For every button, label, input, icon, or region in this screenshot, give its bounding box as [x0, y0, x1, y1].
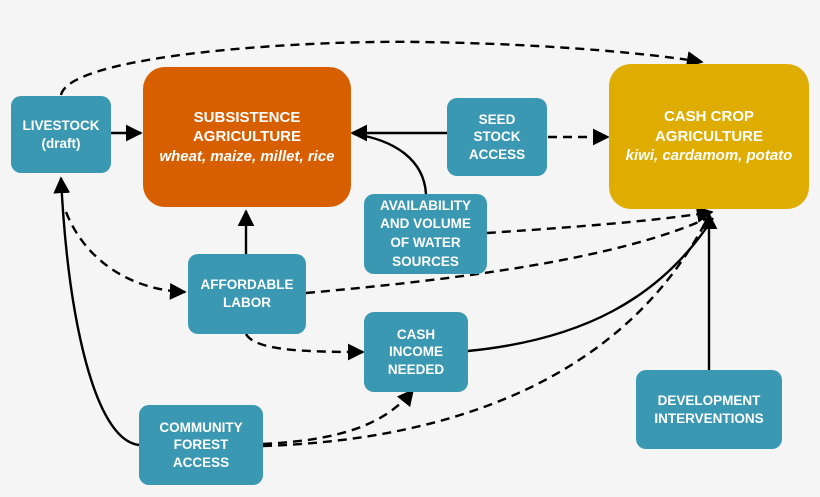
edge-labor-cashincome [244, 333, 365, 361]
node-affordable-labor: AFFORDABLE LABOR [188, 254, 306, 334]
node-cash-income-needed: CASH INCOME NEEDED [364, 312, 468, 392]
node-water-line-4: SOURCES [392, 253, 459, 269]
node-subsistence-subtitle: wheat, maize, millet, rice [159, 147, 335, 165]
node-development-interventions: DEVELOPMENT INTERVENTIONS [636, 370, 782, 449]
node-seed-stock-access: SEED STOCK ACCESS [447, 98, 547, 176]
node-forest-line-1: COMMUNITY [159, 419, 243, 435]
edge-water-cashcrop [486, 206, 714, 235]
edge-livestock-labor [64, 211, 187, 300]
node-development-line-1: DEVELOPMENT [657, 392, 761, 408]
node-labor-line-1: AFFORDABLE [200, 277, 294, 293]
edge-forest-livestock [53, 176, 140, 447]
node-livestock-line-1: LIVESTOCK [22, 117, 100, 133]
node-community-forest-access: COMMUNITY FOREST ACCESS [139, 405, 263, 485]
node-cashincome-line-2: INCOME [389, 344, 443, 360]
node-seed-line-2: STOCK [473, 129, 521, 145]
node-seed-line-1: SEED [478, 111, 516, 127]
edge-livestock-cashcrop [59, 40, 704, 96]
node-forest-line-3: ACCESS [172, 454, 230, 470]
node-livestock-line-2: (draft) [41, 135, 81, 151]
node-subsistence-agriculture: SUBSISTENCE AGRICULTURE wheat, maize, mi… [143, 67, 351, 207]
node-subsistence-title-2: AGRICULTURE [192, 128, 302, 146]
node-seed-line-3: ACCESS [468, 146, 526, 162]
node-subsistence-title-1: SUBSISTENCE [193, 108, 301, 126]
edge-cashincome-cashcrop [467, 217, 715, 353]
node-cashincome-line-3: NEEDED [387, 361, 445, 377]
node-cashincome-line-1: CASH [396, 326, 436, 342]
node-cash-crop-agriculture: CASH CROP AGRICULTURE kiwi, cardamom, po… [609, 64, 809, 209]
node-water-line-2: AND VOLUME [380, 216, 471, 232]
node-water-line-3: OF WATER [390, 235, 461, 250]
node-labor-line-2: LABOR [223, 295, 271, 310]
node-development-line-2: INTERVENTIONS [654, 410, 764, 426]
edge-forest-cashincome [262, 388, 415, 446]
edge-water-subsistence [353, 132, 428, 195]
node-water-line-1: AVAILABILITY [380, 197, 471, 213]
node-forest-line-2: FOREST [173, 437, 229, 453]
node-cashcrop-title-1: CASH CROP [663, 108, 754, 126]
node-cashcrop-title-2: AGRICULTURE [654, 127, 764, 145]
node-livestock: LIVESTOCK (draft) [11, 96, 111, 173]
node-cashcrop-subtitle: kiwi, cardamom, potato [625, 147, 793, 165]
edge-forest-cashcrop [262, 224, 706, 448]
node-water-sources: AVAILABILITY AND VOLUME OF WATER SOURCES [364, 194, 487, 274]
